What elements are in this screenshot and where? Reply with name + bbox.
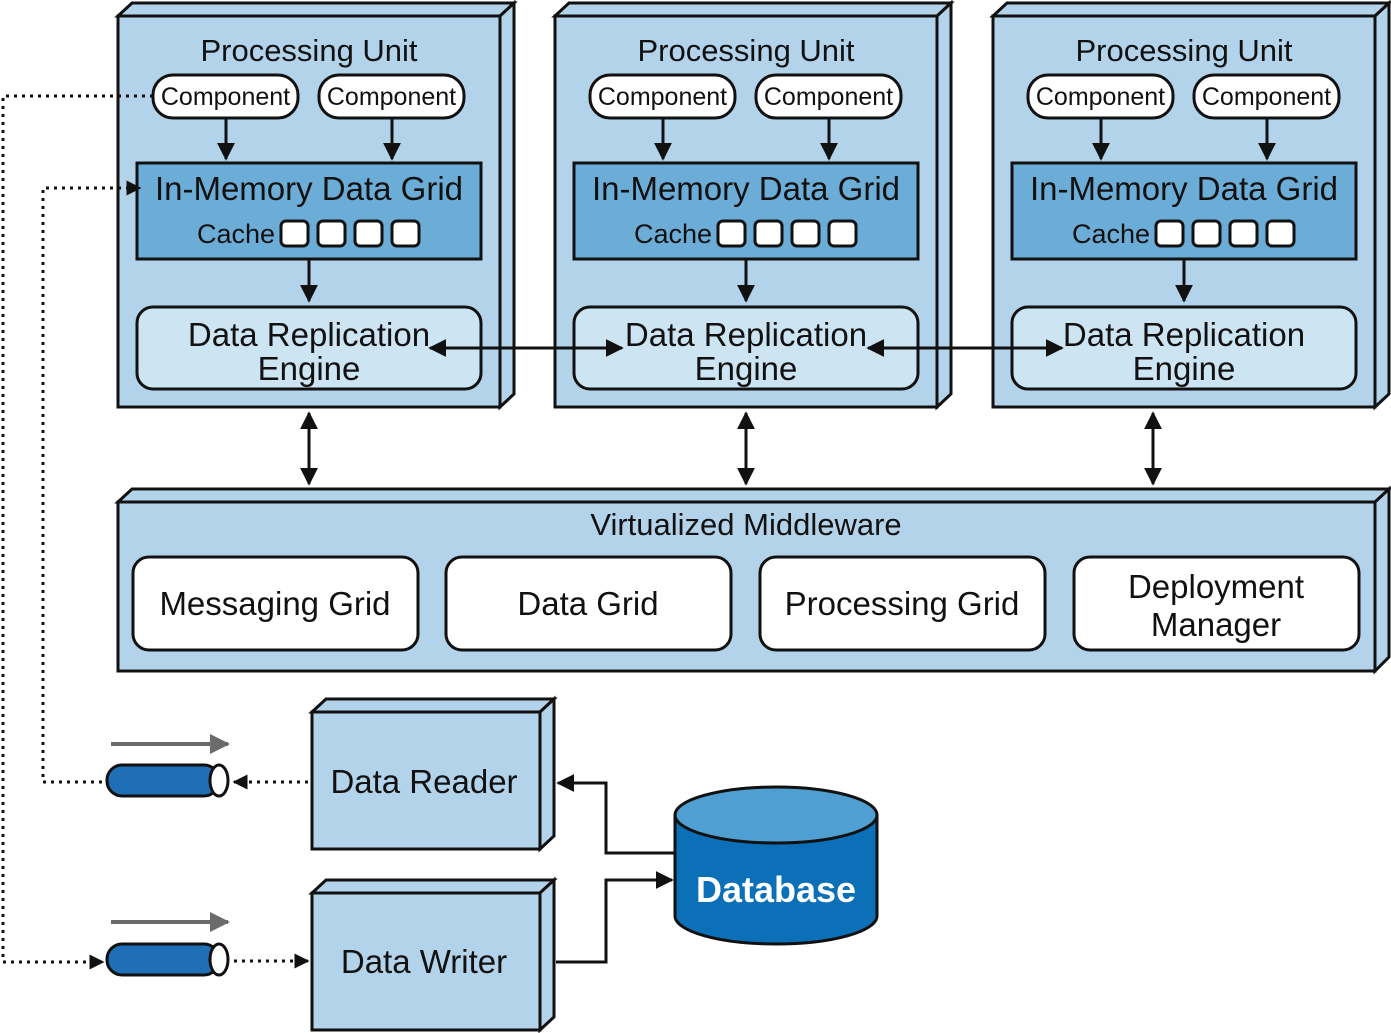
- cache-slot: [353, 219, 384, 248]
- component-label: Component: [764, 83, 893, 111]
- messaging-grid-label: Messaging Grid: [159, 585, 390, 622]
- component-box: [1026, 73, 1175, 120]
- cache-slot: [390, 219, 421, 248]
- cache-slot: [1154, 219, 1185, 248]
- cache-slot: [827, 219, 858, 248]
- database-label: Database: [696, 869, 856, 910]
- database: Database: [673, 785, 879, 946]
- replication-line-2: Engine: [1133, 350, 1236, 387]
- cache-label: Cache: [197, 219, 275, 249]
- cache-label: Cache: [1072, 219, 1150, 249]
- processing-unit-2: Processing Unit Component Component In-M…: [551, 0, 955, 411]
- cache-slot: [790, 219, 821, 248]
- data-writer-label: Data Writer: [341, 943, 507, 980]
- reader-queue: [105, 734, 230, 798]
- deployment-manager-line-1: Deployment: [1128, 568, 1304, 605]
- data-grid-label: Data Grid: [517, 585, 658, 622]
- data-grid-box: [444, 555, 733, 652]
- data-reader-label: Data Reader: [330, 763, 517, 800]
- component-box: [588, 73, 737, 120]
- replication-line-2: Engine: [258, 350, 361, 387]
- cache-label: Cache: [634, 219, 712, 249]
- cache-slot: [1228, 219, 1259, 248]
- cache-slot: [1265, 219, 1296, 248]
- cache-slot: [1191, 219, 1222, 248]
- component-label: Component: [1036, 83, 1165, 111]
- processing-grid-box: [758, 555, 1047, 652]
- replication-line-1: Data Replication: [188, 316, 430, 353]
- middleware-title: Virtualized Middleware: [590, 507, 901, 542]
- component-to-writer-flow: [1, 94, 153, 970]
- cache-slot: [279, 219, 310, 248]
- processing-unit-1: Processing Unit Component Component In-M…: [114, 0, 518, 411]
- reader-to-grid-flow: [41, 180, 142, 784]
- processing-unit-title: Processing Unit: [200, 33, 417, 68]
- data-writer: Data Writer: [308, 876, 558, 1033]
- grid-title: In-Memory Data Grid: [592, 170, 900, 207]
- data-reader: Data Reader: [308, 695, 558, 853]
- in-memory-data-grid: [135, 161, 483, 261]
- messaging-grid-box: [131, 555, 420, 652]
- grid-title: In-Memory Data Grid: [1030, 170, 1338, 207]
- cache-slot: [753, 219, 784, 248]
- virtualized-middleware: Virtualized Middleware Messaging Grid Da…: [114, 485, 1391, 675]
- component-label: Component: [327, 83, 456, 111]
- component-box: [754, 73, 903, 120]
- writer-queue: [105, 912, 230, 977]
- replication-line-1: Data Replication: [625, 316, 867, 353]
- writer-to-database-flow: [556, 871, 674, 964]
- processing-grid-label: Processing Grid: [785, 585, 1020, 622]
- component-box: [317, 73, 466, 120]
- component-label: Component: [1202, 83, 1331, 111]
- grid-title: In-Memory Data Grid: [155, 170, 463, 207]
- database-to-reader-flow: [556, 774, 676, 855]
- component-box: [1192, 73, 1341, 120]
- deployment-manager-line-2: Manager: [1151, 606, 1281, 643]
- processing-unit-title: Processing Unit: [637, 33, 854, 68]
- processing-unit-title: Processing Unit: [1075, 33, 1292, 68]
- replication-line-1: Data Replication: [1063, 316, 1305, 353]
- cache-slot: [716, 219, 747, 248]
- deployment-manager-box: [1072, 555, 1361, 652]
- component-label: Component: [161, 83, 290, 111]
- processing-unit-3: Processing Unit Component Component In-M…: [989, 0, 1391, 411]
- cache-slot: [316, 219, 347, 248]
- component-label: Component: [598, 83, 727, 111]
- replication-line-2: Engine: [695, 350, 798, 387]
